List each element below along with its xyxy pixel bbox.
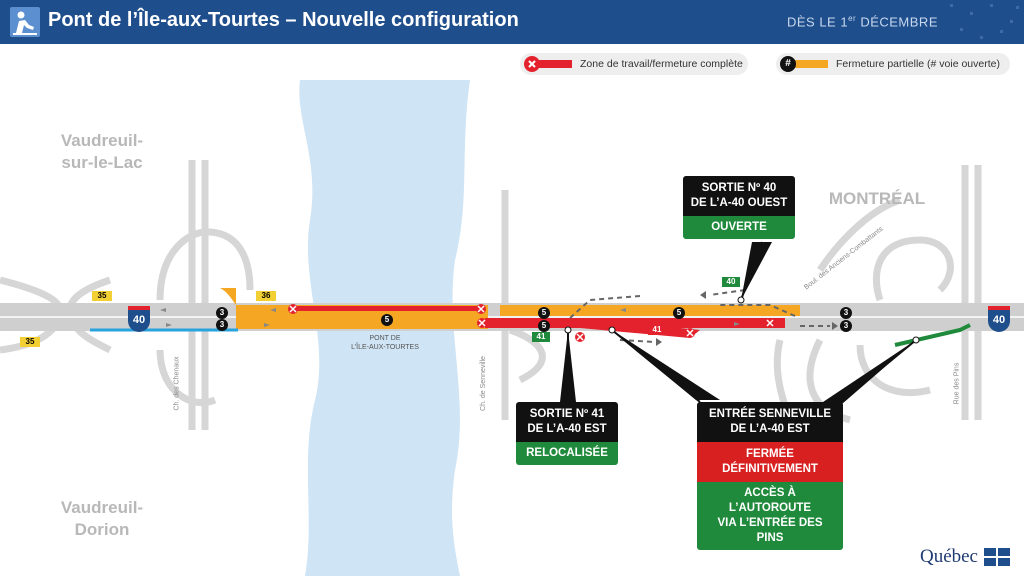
roadwork-icon — [10, 7, 40, 37]
brand-name: Québec — [919, 546, 978, 567]
map-canvas — [0, 80, 1024, 576]
lane-badge: 5 — [673, 307, 685, 319]
place-montreal: MONTRÉAL — [828, 189, 926, 208]
decorative-pattern — [950, 4, 1019, 39]
callout-sortie-40: SORTIE Nº 40 DE L’A-40 OUEST OUVERTE — [683, 176, 795, 239]
quebec-flag-icon — [984, 548, 1010, 566]
callout-sortie-40-status: OUVERTE — [683, 216, 795, 239]
page-title: Pont de l’Île-aux-Tourtes – Nouvelle con… — [48, 9, 519, 31]
closure-markers — [288, 304, 775, 342]
callout-entree-senneville: ENTRÉE SENNEVILLE DE L’A-40 EST FERMÉE D… — [697, 402, 843, 550]
lane-count-icon: # — [780, 56, 796, 72]
exit-tag-35: 35 — [20, 337, 40, 347]
highway-shield-icon: 40 — [988, 306, 1010, 332]
lane-badge: 3 — [216, 319, 228, 331]
callout-entree-title: ENTRÉE SENNEVILLE DE L’A-40 EST — [697, 402, 843, 442]
lane-badge: 3 — [840, 307, 852, 319]
exit-tag-35: 35 — [92, 291, 112, 301]
exit-tag-36: 36 — [256, 291, 276, 301]
effective-date: DÈS LE 1er DÉCEMBRE — [787, 14, 938, 29]
bridge-label: PONT DE L’ÎLE-AUX-TOURTES — [351, 335, 419, 351]
legend-partial-label: Fermeture partielle (# voie ouverte) — [836, 58, 1000, 70]
exit-tag-41: 41 — [532, 332, 550, 342]
date-sup: er — [848, 14, 857, 23]
legend-closure-label: Zone de travail/fermeture complète — [580, 58, 743, 70]
lane-badge: 3 — [216, 307, 228, 319]
quebec-logo: Québec — [920, 546, 1010, 568]
road-label-pins: Rue des Pins — [953, 362, 961, 405]
callout-entree-note: ACCÈS À L’AUTOROUTE VIA L’ENTRÉE DES PIN… — [697, 482, 843, 550]
exit-tag-40: 40 — [722, 277, 740, 287]
callout-sortie-40-title: SORTIE Nº 40 DE L’A-40 OUEST — [683, 176, 795, 216]
lane-badge: 5 — [381, 314, 393, 326]
closure-eastbound — [485, 318, 785, 328]
date-suffix: DÉCEMBRE — [856, 14, 938, 30]
road-label-senneville: Ch. de Senneville — [479, 356, 487, 411]
partial-closure-zone-east — [500, 305, 800, 316]
closure-westbound — [293, 306, 481, 311]
lane-badge: 3 — [840, 320, 852, 332]
callout-sortie-41-title: SORTIE Nº 41 DE L’A-40 EST — [516, 402, 618, 442]
place-vaudreuil-dorion: Vaudreuil- Dorion — [60, 498, 144, 539]
place-vaudreuil-lac: Vaudreuil- sur-le-Lac — [60, 131, 144, 172]
lane-badge: 5 — [538, 307, 550, 319]
legend-closure: Zone de travail/fermeture complète — [520, 53, 748, 75]
callout-sortie-41: SORTIE Nº 41 DE L’A-40 EST RELOCALISÉE — [516, 402, 618, 465]
highway-shield-icon: 40 — [128, 306, 150, 332]
callout-sortie-41-status: RELOCALISÉE — [516, 442, 618, 465]
lane-badge: 5 — [538, 320, 550, 332]
exit-tag-41: 41 — [648, 325, 666, 335]
callout-entree-status: FERMÉE DÉFINITIVEMENT — [697, 442, 843, 482]
date-prefix: DÈS LE 1 — [786, 14, 849, 30]
closure-swatch — [538, 60, 572, 68]
close-icon — [524, 56, 540, 72]
header-banner: Pont de l’Île-aux-Tourtes – Nouvelle con… — [0, 0, 1024, 44]
partial-swatch — [794, 60, 828, 68]
road-label-chenaux: Ch. des Chenaux — [173, 356, 181, 411]
legend-partial: # Fermeture partielle (# voie ouverte) — [776, 53, 1010, 75]
